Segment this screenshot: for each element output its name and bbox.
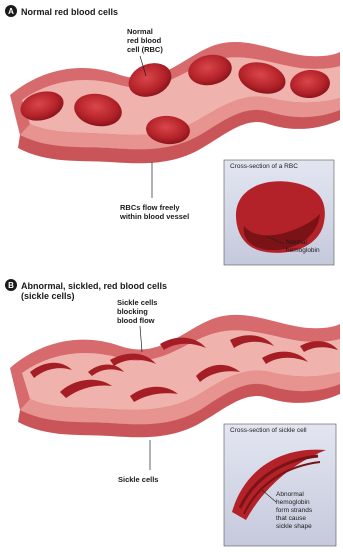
label-sickle-blocking: Sickle cells blocking blood flow — [117, 298, 160, 325]
inset-b-title: Cross-section of sickle cell — [230, 427, 307, 434]
label-rbc-flow: RBCs flow freely within blood vessel — [119, 203, 189, 221]
inset-normal-rbc: Cross-section of a RBC Normal hemoglobin — [224, 160, 334, 265]
inset-sickle-cell: Cross-section of sickle cell Abnormal he… — [224, 424, 336, 546]
panel-b: B Abnormal, sickled, red blood cells (si… — [5, 279, 340, 546]
panel-a-letter: A — [8, 7, 14, 16]
blood-vessel-b — [10, 315, 340, 437]
label-normal-rbc: Normal red blood cell (RBC) — [127, 27, 163, 54]
panel-a: A Normal red blood cells Normal red bloo… — [5, 5, 340, 265]
inset-a-title: Cross-section of a RBC — [230, 163, 298, 170]
label-sickle-cells: Sickle cells — [118, 475, 158, 484]
panel-a-title: Normal red blood cells — [21, 7, 118, 17]
panel-b-letter: B — [8, 281, 14, 290]
leader-line — [140, 326, 142, 352]
